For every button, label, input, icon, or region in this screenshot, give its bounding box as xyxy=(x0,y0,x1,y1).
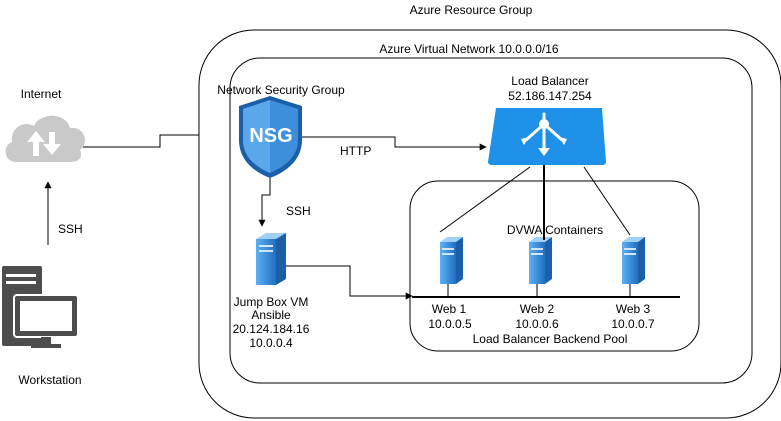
jump-box-role: Ansible xyxy=(251,308,291,322)
resource-group-label: Azure Resource Group xyxy=(409,3,533,17)
virtual-network-boundary xyxy=(229,57,753,384)
vnet-label: Azure Virtual Network 10.0.0.0/16 xyxy=(379,42,559,56)
jump-box-private-ip: 10.0.0.4 xyxy=(249,336,293,350)
web1-ip: 10.0.0.5 xyxy=(428,317,472,331)
load-balancer-icon xyxy=(488,108,606,165)
cloud-icon xyxy=(5,115,85,162)
nsg-badge: NSG xyxy=(249,125,293,147)
backend-pool-boundary xyxy=(409,180,700,352)
nsg-label: Network Security Group xyxy=(217,83,345,97)
ssh-workstation-label: SSH xyxy=(58,222,83,236)
load-balancer-ip: 52.186.147.254 xyxy=(508,89,592,103)
load-balancer-title: Load Balancer xyxy=(511,74,589,88)
web1-name: Web 1 xyxy=(431,302,467,316)
nsg-http-arrow xyxy=(302,136,487,151)
lb-to-web1-link xyxy=(439,166,531,233)
web3-name: Web 3 xyxy=(615,302,651,316)
jumpbox-to-pool-arrow xyxy=(286,265,413,300)
shield-icon xyxy=(239,96,302,178)
web-server-icon xyxy=(440,237,463,284)
backend-pool-label: Load Balancer Backend Pool xyxy=(472,332,628,346)
workstation-icon xyxy=(2,266,79,348)
jump-box-public-ip: 20.124.184.16 xyxy=(232,322,310,336)
web2-ip: 10.0.0.6 xyxy=(515,317,559,331)
web-server-icon xyxy=(529,237,552,284)
workstation-label: Workstation xyxy=(18,373,82,387)
nsg-to-jumpbox-arrow xyxy=(258,178,271,227)
http-label: HTTP xyxy=(340,144,372,158)
resource-group-boundary xyxy=(198,29,781,419)
connectors xyxy=(44,134,680,300)
dvwa-containers-label: DVWA Containers xyxy=(506,223,604,237)
jump-box-server-icon xyxy=(256,233,286,285)
web2-name: Web 2 xyxy=(519,302,555,316)
lb-to-web3-link xyxy=(583,166,631,236)
web-server-icon xyxy=(622,237,645,284)
internet-label: Internet xyxy=(20,87,62,101)
web3-ip: 10.0.0.7 xyxy=(611,317,655,331)
jump-box-name: Jump Box VM xyxy=(233,295,309,309)
ssh-nsg-label: SSH xyxy=(286,204,311,218)
internet-to-vnet-link xyxy=(83,134,199,148)
